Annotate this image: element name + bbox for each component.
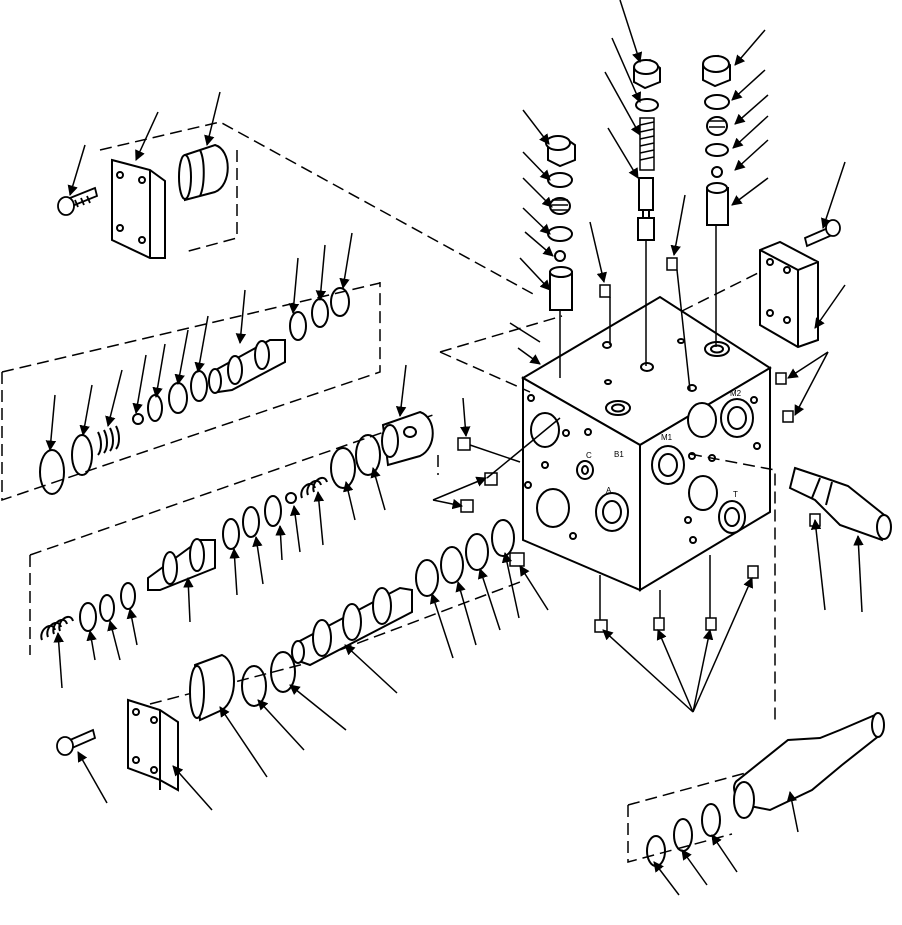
end-plate-top-right (759, 240, 819, 349)
o-ring (120, 582, 136, 610)
port-labels: M2 M1 B1 C T A (586, 389, 742, 499)
sensor-switch-right (788, 466, 892, 542)
o-ring (264, 495, 282, 527)
spool (210, 339, 286, 394)
ball (285, 492, 297, 504)
cap-screw-top-right (803, 219, 841, 248)
port-label-m1: M1 (661, 433, 673, 442)
end-cap-bottom-left (189, 653, 235, 722)
o-ring (79, 602, 97, 632)
ball (554, 250, 566, 262)
o-ring (71, 434, 93, 476)
o-ring (415, 559, 439, 597)
port-label-t: T (733, 490, 738, 499)
cap-screw-bottom-left (56, 728, 97, 756)
port-label-c: C (586, 451, 592, 460)
middle-spool-stack (40, 410, 434, 641)
callout-arrows (45, 0, 864, 896)
dashed-assembly-lines (1, 121, 776, 863)
upper-spool-stack (39, 287, 350, 495)
o-ring (241, 665, 267, 707)
o-ring (311, 298, 329, 328)
o-ring (99, 594, 115, 622)
spool (147, 539, 216, 591)
valve-body-block (521, 295, 772, 592)
port-label-a: A (606, 486, 612, 495)
o-ring (222, 518, 240, 550)
o-ring (168, 382, 188, 414)
ball (132, 413, 144, 425)
o-ring (491, 519, 515, 557)
stray-mark: . (138, 922, 140, 925)
pressure-switch-bottom-right (646, 712, 885, 867)
o-ring (270, 651, 296, 693)
o-ring (39, 449, 65, 495)
o-ring (701, 803, 721, 837)
seat (547, 226, 573, 242)
o-ring (190, 370, 208, 402)
top-cartridge-stack-right (702, 54, 731, 226)
top-cartridge-stack-left (545, 135, 576, 311)
o-ring (440, 546, 464, 584)
o-ring (673, 818, 693, 852)
spring (97, 425, 120, 456)
port-label-m2: M2 (730, 389, 742, 398)
o-ring (547, 172, 573, 188)
top-cartridge-stack-center (633, 58, 661, 241)
end-plate-bottom-left (127, 698, 179, 792)
spring (300, 476, 328, 499)
o-ring (289, 311, 307, 341)
port-label-b1: B1 (614, 450, 624, 459)
cap-screw-top-left (57, 186, 99, 216)
spring (40, 615, 74, 641)
end-cap-top-left (178, 143, 229, 202)
o-ring (147, 394, 163, 422)
end-plate-top-left (111, 158, 166, 259)
leader-lines (469, 225, 717, 620)
o-ring (646, 835, 666, 867)
o-ring (242, 506, 260, 538)
o-ring (355, 434, 381, 476)
o-ring (330, 447, 356, 489)
o-ring (465, 533, 489, 571)
lower-spool-stack (241, 519, 515, 707)
